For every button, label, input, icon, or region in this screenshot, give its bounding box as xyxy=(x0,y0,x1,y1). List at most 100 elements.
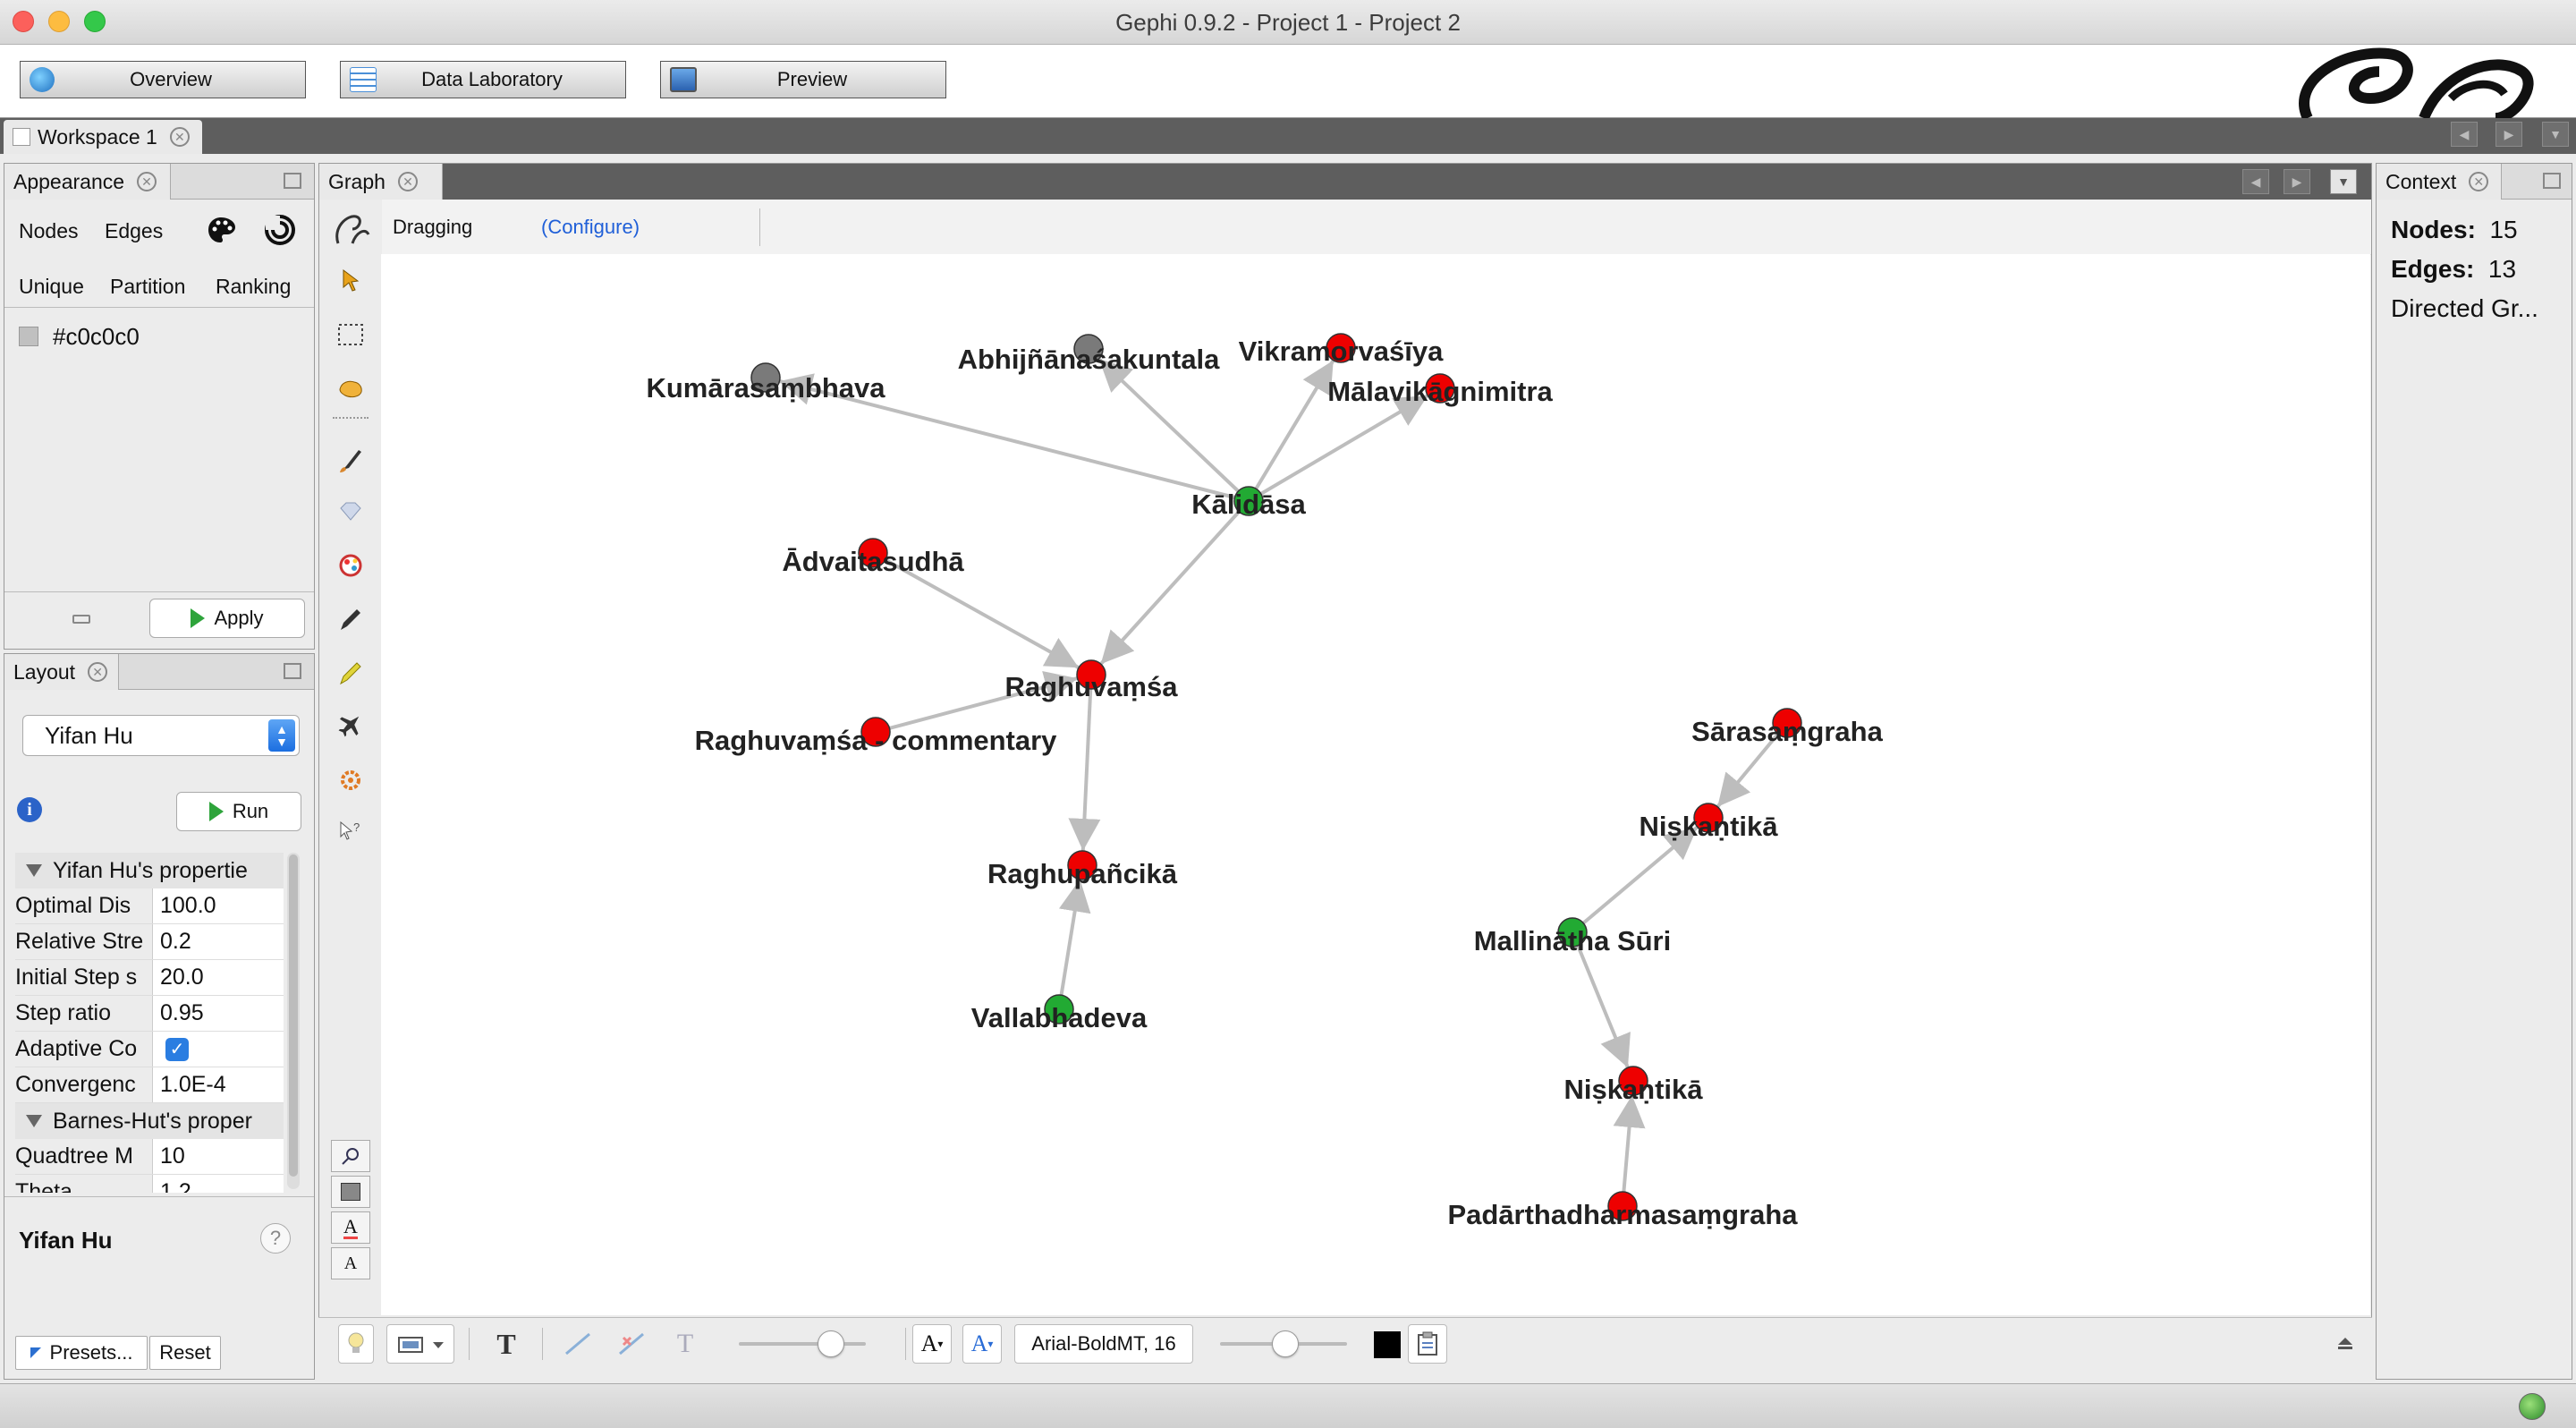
rectangle-select-icon[interactable] xyxy=(333,317,369,353)
size-icon[interactable] xyxy=(264,214,296,246)
edge-color-icon[interactable] xyxy=(614,1324,649,1364)
collapse-toolbar-icon[interactable] xyxy=(2329,1324,2361,1364)
pencil-icon[interactable] xyxy=(333,601,369,637)
clipboard-icon[interactable] xyxy=(1408,1324,1447,1364)
graph-edge[interactable] xyxy=(779,373,1250,503)
notification-icon[interactable] xyxy=(2519,1393,2546,1420)
workspace-tab[interactable]: Workspace 1 ✕ xyxy=(4,120,202,154)
layout-algorithm-select[interactable]: Yifan Hu ▲▼ xyxy=(22,715,300,756)
tab-ranking[interactable]: Ranking xyxy=(216,275,292,298)
help-pointer-icon[interactable]: ? xyxy=(333,814,369,850)
label-size-icon[interactable]: A xyxy=(331,1247,370,1279)
painter-icon[interactable] xyxy=(333,442,369,478)
tab-partition[interactable]: Partition xyxy=(110,275,186,298)
palette-icon[interactable] xyxy=(207,216,235,244)
drag-hand-icon[interactable] xyxy=(333,370,369,406)
graph-node[interactable] xyxy=(1233,486,1264,516)
airplane-icon[interactable] xyxy=(333,707,369,743)
pointer-icon[interactable] xyxy=(333,263,369,299)
layout-tab[interactable]: Layout ✕ xyxy=(4,654,119,690)
minimize-icon[interactable] xyxy=(284,173,301,189)
font-color-label-icon[interactable]: A▾ xyxy=(962,1324,1002,1364)
edge-pencil-icon[interactable] xyxy=(333,655,369,691)
run-button[interactable]: Run xyxy=(176,792,301,831)
graph-node[interactable] xyxy=(858,538,888,568)
edge-scale-slider[interactable] xyxy=(739,1342,866,1346)
graph-node[interactable] xyxy=(860,717,891,747)
workspace-menu-icon[interactable]: ▼ xyxy=(2542,122,2569,147)
graph-node[interactable] xyxy=(1607,1191,1638,1221)
lightbulb-icon[interactable] xyxy=(338,1324,374,1364)
edge-thickness-icon[interactable] xyxy=(560,1324,596,1364)
graph-edge[interactable] xyxy=(1097,357,1250,503)
graph-edge[interactable] xyxy=(1247,359,1335,503)
configure-link[interactable]: (Configure) xyxy=(541,216,640,238)
graph-node[interactable] xyxy=(1073,334,1104,364)
edge-labels-icon[interactable]: T xyxy=(676,1329,694,1358)
tab-nodes[interactable]: Nodes xyxy=(19,219,79,242)
label-color-swatch[interactable] xyxy=(1374,1331,1401,1358)
graph-edge[interactable] xyxy=(1099,499,1250,666)
graph-edge[interactable] xyxy=(875,670,1079,734)
close-icon[interactable]: ✕ xyxy=(397,172,418,191)
edge-scale-knob[interactable] xyxy=(818,1330,844,1357)
graph-tab[interactable]: Graph ✕ xyxy=(319,164,443,200)
property-row[interactable]: Adaptive Co✓ xyxy=(15,1032,284,1067)
graph-node[interactable] xyxy=(1425,373,1455,404)
adaptive-cooling-checkbox[interactable]: ✓ xyxy=(165,1037,189,1061)
graph-edge[interactable] xyxy=(1247,394,1429,503)
barnes-hut-section[interactable]: Barnes-Hut's proper xyxy=(15,1103,284,1139)
preview-button[interactable]: Preview xyxy=(660,61,946,98)
appearance-tab[interactable]: Appearance ✕ xyxy=(4,164,171,200)
maximize-window-button[interactable] xyxy=(84,11,106,32)
graph-node[interactable] xyxy=(1326,333,1356,363)
graph-node[interactable] xyxy=(1772,708,1802,738)
overview-button[interactable]: Overview xyxy=(20,61,306,98)
auto-apply-icon[interactable] xyxy=(72,615,90,624)
info-icon[interactable]: i xyxy=(17,797,42,822)
graph-edge[interactable] xyxy=(1613,1094,1646,1207)
reset-button[interactable]: Reset xyxy=(149,1336,221,1370)
graph-edge[interactable] xyxy=(1571,825,1699,934)
graph-edge[interactable] xyxy=(872,551,1080,669)
tab-unique[interactable]: Unique xyxy=(19,275,84,298)
shortest-path-icon[interactable] xyxy=(333,762,369,798)
font-size-label-icon[interactable]: A▾ xyxy=(912,1324,952,1364)
tab-edges[interactable]: Edges xyxy=(105,219,164,242)
presets-button[interactable]: Presets... xyxy=(15,1336,148,1370)
scroll-right-icon[interactable]: ▶ xyxy=(2496,122,2522,147)
minimize-icon[interactable] xyxy=(284,663,301,679)
font-selector[interactable]: Arial-BoldMT, 16 xyxy=(1014,1324,1193,1364)
graph-node[interactable] xyxy=(1076,659,1106,690)
close-icon[interactable]: ✕ xyxy=(2469,172,2489,191)
close-icon[interactable]: ✕ xyxy=(169,127,190,147)
context-tab[interactable]: Context ✕ xyxy=(2377,164,2502,200)
graph-node[interactable] xyxy=(1618,1066,1648,1096)
zoom-fit-icon[interactable] xyxy=(331,1140,370,1172)
screenshot-menu-icon[interactable] xyxy=(386,1324,454,1364)
show-labels-icon[interactable]: T xyxy=(496,1327,516,1360)
graph-edge[interactable] xyxy=(1068,674,1101,852)
panel-menu-icon[interactable]: ▼ xyxy=(2330,169,2357,194)
scroll-right-icon[interactable]: ▶ xyxy=(2284,169,2310,194)
help-icon[interactable]: ? xyxy=(260,1223,291,1254)
minimize-window-button[interactable] xyxy=(48,11,70,32)
graph-node[interactable] xyxy=(1693,803,1724,833)
heat-map-icon[interactable] xyxy=(333,548,369,583)
graph-edge[interactable] xyxy=(1057,879,1091,1010)
label-size-knob[interactable] xyxy=(1272,1330,1299,1357)
scroll-left-icon[interactable]: ◀ xyxy=(2451,122,2478,147)
minimize-icon[interactable] xyxy=(2543,173,2561,189)
label-color-icon[interactable]: A xyxy=(331,1211,370,1244)
graph-edge[interactable] xyxy=(1571,931,1631,1068)
graph-node[interactable] xyxy=(1557,917,1588,948)
close-icon[interactable]: ✕ xyxy=(137,172,157,191)
close-window-button[interactable] xyxy=(13,11,34,32)
